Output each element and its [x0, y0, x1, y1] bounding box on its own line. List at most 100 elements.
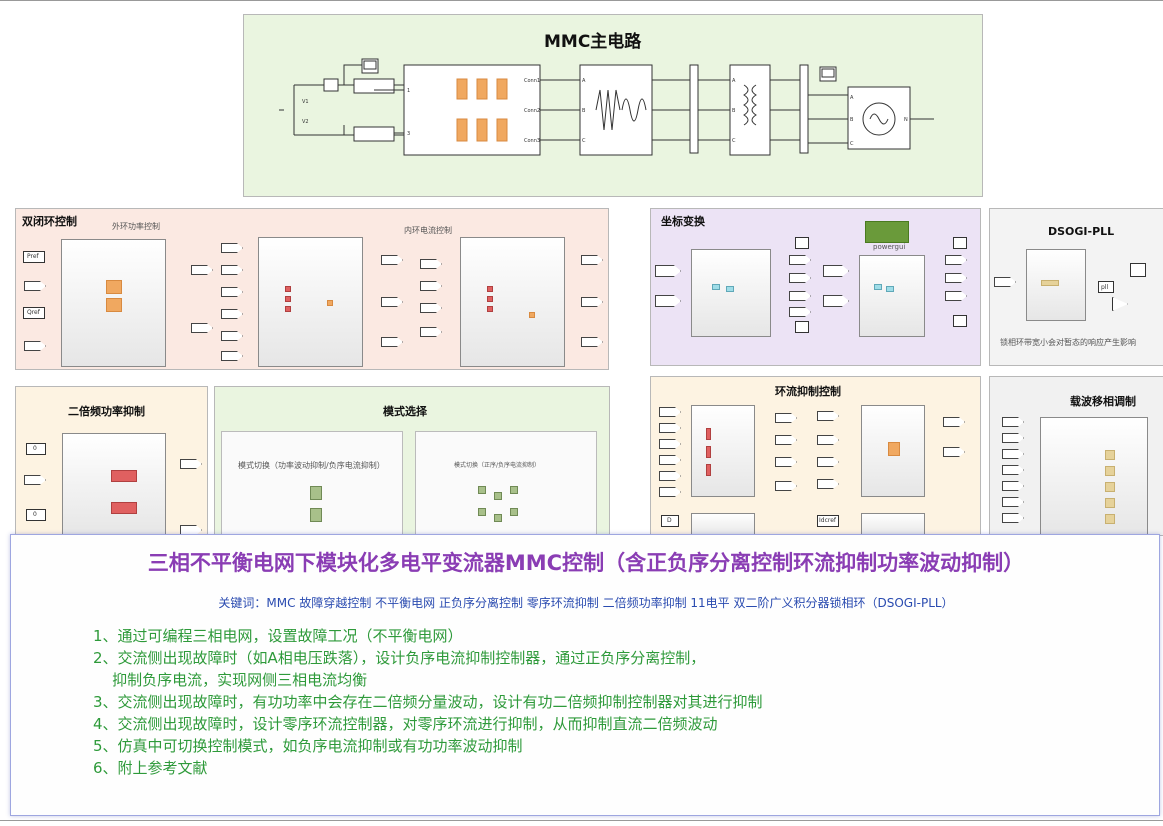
mode-sub-1[interactable]: 模式切换（功率波动抑制/负序电流抑制）: [221, 431, 403, 537]
circ-in-8[interactable]: [817, 435, 839, 445]
carrier-mark-3: [1105, 482, 1115, 492]
outer-power-block[interactable]: [61, 239, 166, 367]
coord-out-1[interactable]: [789, 255, 811, 265]
circ-const-d[interactable]: D: [661, 515, 679, 527]
coord-in-2[interactable]: [655, 295, 681, 307]
circulating-block-2[interactable]: [861, 405, 925, 497]
coord-in-1[interactable]: [655, 265, 681, 277]
outer-pi-1: [106, 280, 122, 294]
mode-select-panel[interactable]: 模式选择 模式切换（功率波动抑制/负序电流抑制） 模式切换（正序/负序电流抑制）: [214, 386, 610, 537]
coord-scope-2[interactable]: [795, 321, 809, 333]
pll-sub-block[interactable]: pll: [1098, 281, 1114, 293]
inner1-out-2[interactable]: [381, 297, 403, 307]
inner1-out-3[interactable]: [381, 337, 403, 347]
powergui-block[interactable]: [865, 221, 909, 243]
circ-in-9[interactable]: [817, 457, 839, 467]
inner1-in-2[interactable]: [221, 265, 243, 275]
coord-scope-1[interactable]: [795, 237, 809, 249]
circ-in-10[interactable]: [817, 479, 839, 489]
carrier-in-1[interactable]: [1002, 417, 1024, 427]
circ-idcref[interactable]: Idcref: [817, 515, 839, 527]
circ-in-6[interactable]: [659, 487, 681, 497]
circ-out-6[interactable]: [943, 447, 965, 457]
inner2-out-3[interactable]: [581, 337, 603, 347]
iq-ref-outport[interactable]: [191, 323, 213, 333]
overlay-title: 三相不平衡电网下模块化多电平变流器MMC控制（含正负序分离控制环流抑制功率波动抑…: [147, 551, 1025, 575]
mode-sub-2[interactable]: 模式切换（正序/负序电流抑制）: [415, 431, 597, 537]
carrier-in-2[interactable]: [1002, 433, 1024, 443]
circ-in-5[interactable]: [659, 471, 681, 481]
inner1-in-6[interactable]: [221, 351, 243, 361]
circ-out-2[interactable]: [775, 435, 797, 445]
main-circuit-panel[interactable]: MMC主电路: [243, 14, 983, 197]
carrier-in-4[interactable]: [1002, 465, 1024, 475]
inner1-in-3[interactable]: [221, 287, 243, 297]
coord-out-2[interactable]: [789, 273, 811, 283]
p-inport[interactable]: [24, 281, 46, 291]
pref-input[interactable]: Pref: [23, 251, 45, 263]
sh-const-1[interactable]: 0: [26, 443, 46, 455]
circ-out-5[interactable]: [943, 417, 965, 427]
coord-block-1[interactable]: [691, 249, 771, 337]
circ-in-2[interactable]: [659, 423, 681, 433]
id-ref-outport[interactable]: [191, 265, 213, 275]
coord-panel[interactable]: 坐标变换 powergui: [650, 208, 981, 366]
pll-in[interactable]: [994, 277, 1016, 287]
second-harmonic-block[interactable]: [62, 433, 166, 537]
circ-out-1[interactable]: [775, 413, 797, 423]
inner2-in-2[interactable]: [420, 281, 442, 291]
carrier-block[interactable]: [1040, 417, 1148, 537]
coord-in-3[interactable]: [823, 265, 849, 277]
second-harmonic-panel[interactable]: 二倍频功率抑制 0 0: [15, 386, 208, 537]
pll-note: 锁相环带宽小会对暂态的响应产生影响: [1000, 338, 1136, 347]
mode2-mark-2: [494, 492, 502, 500]
coord-out-4[interactable]: [789, 307, 811, 317]
inner2-in-4[interactable]: [420, 327, 442, 337]
inner2-out-1[interactable]: [581, 255, 603, 265]
circ-out-3[interactable]: [775, 457, 797, 467]
coord-scope-3[interactable]: [953, 237, 967, 249]
inner2-in-3[interactable]: [420, 303, 442, 313]
pll-panel[interactable]: DSOGI-PLL pll 锁相环带宽小会对暂态的响应产生影响: [989, 208, 1163, 366]
qref-input[interactable]: Qref: [23, 307, 45, 319]
coord-block-2[interactable]: [859, 255, 925, 337]
carrier-in-3[interactable]: [1002, 449, 1024, 459]
outer-pi-2: [106, 298, 122, 312]
coord-out-6[interactable]: [945, 273, 967, 283]
carrier-panel[interactable]: 载波移相调制: [989, 376, 1163, 537]
carrier-in-7[interactable]: [1002, 513, 1024, 523]
coord-out-5[interactable]: [945, 255, 967, 265]
sh-out-1[interactable]: [180, 459, 202, 469]
inner1-in-5[interactable]: [221, 331, 243, 341]
circ1-mark-1: [706, 428, 711, 440]
circulating-block-3[interactable]: [691, 513, 755, 537]
pll-block[interactable]: [1026, 249, 1086, 321]
coord-in-4[interactable]: [823, 295, 849, 307]
sh-const-2[interactable]: 0: [26, 509, 46, 521]
carrier-in-6[interactable]: [1002, 497, 1024, 507]
double-loop-panel[interactable]: 双闭环控制 外环功率控制 内环电流控制 Pref Qref: [15, 208, 609, 370]
inner2-in-1[interactable]: [420, 259, 442, 269]
circ-in-1[interactable]: [659, 407, 681, 417]
inner-current-block-2[interactable]: [460, 237, 565, 367]
circ-out-4[interactable]: [775, 481, 797, 491]
inner-current-block-1[interactable]: [258, 237, 363, 367]
sh-in-1[interactable]: [24, 475, 46, 485]
inner1-out-1[interactable]: [381, 255, 403, 265]
coord-scope-4[interactable]: [953, 315, 967, 327]
inner1-in-1[interactable]: [221, 243, 243, 253]
circulating-panel[interactable]: 环流抑制控制 D Idcref: [650, 376, 981, 537]
carrier-in-5[interactable]: [1002, 481, 1024, 491]
q-inport[interactable]: [24, 341, 46, 351]
coord-out-3[interactable]: [789, 291, 811, 301]
circulating-block-4[interactable]: [861, 513, 925, 537]
circulating-block-1[interactable]: [691, 405, 755, 497]
inner2-out-2[interactable]: [581, 297, 603, 307]
pll-scope[interactable]: [1130, 263, 1146, 277]
circ-in-4[interactable]: [659, 455, 681, 465]
coord-out-7[interactable]: [945, 291, 967, 301]
circ-in-3[interactable]: [659, 439, 681, 449]
circ-in-7[interactable]: [817, 411, 839, 421]
inner1-in-4[interactable]: [221, 309, 243, 319]
pll-gain[interactable]: [1112, 297, 1128, 311]
